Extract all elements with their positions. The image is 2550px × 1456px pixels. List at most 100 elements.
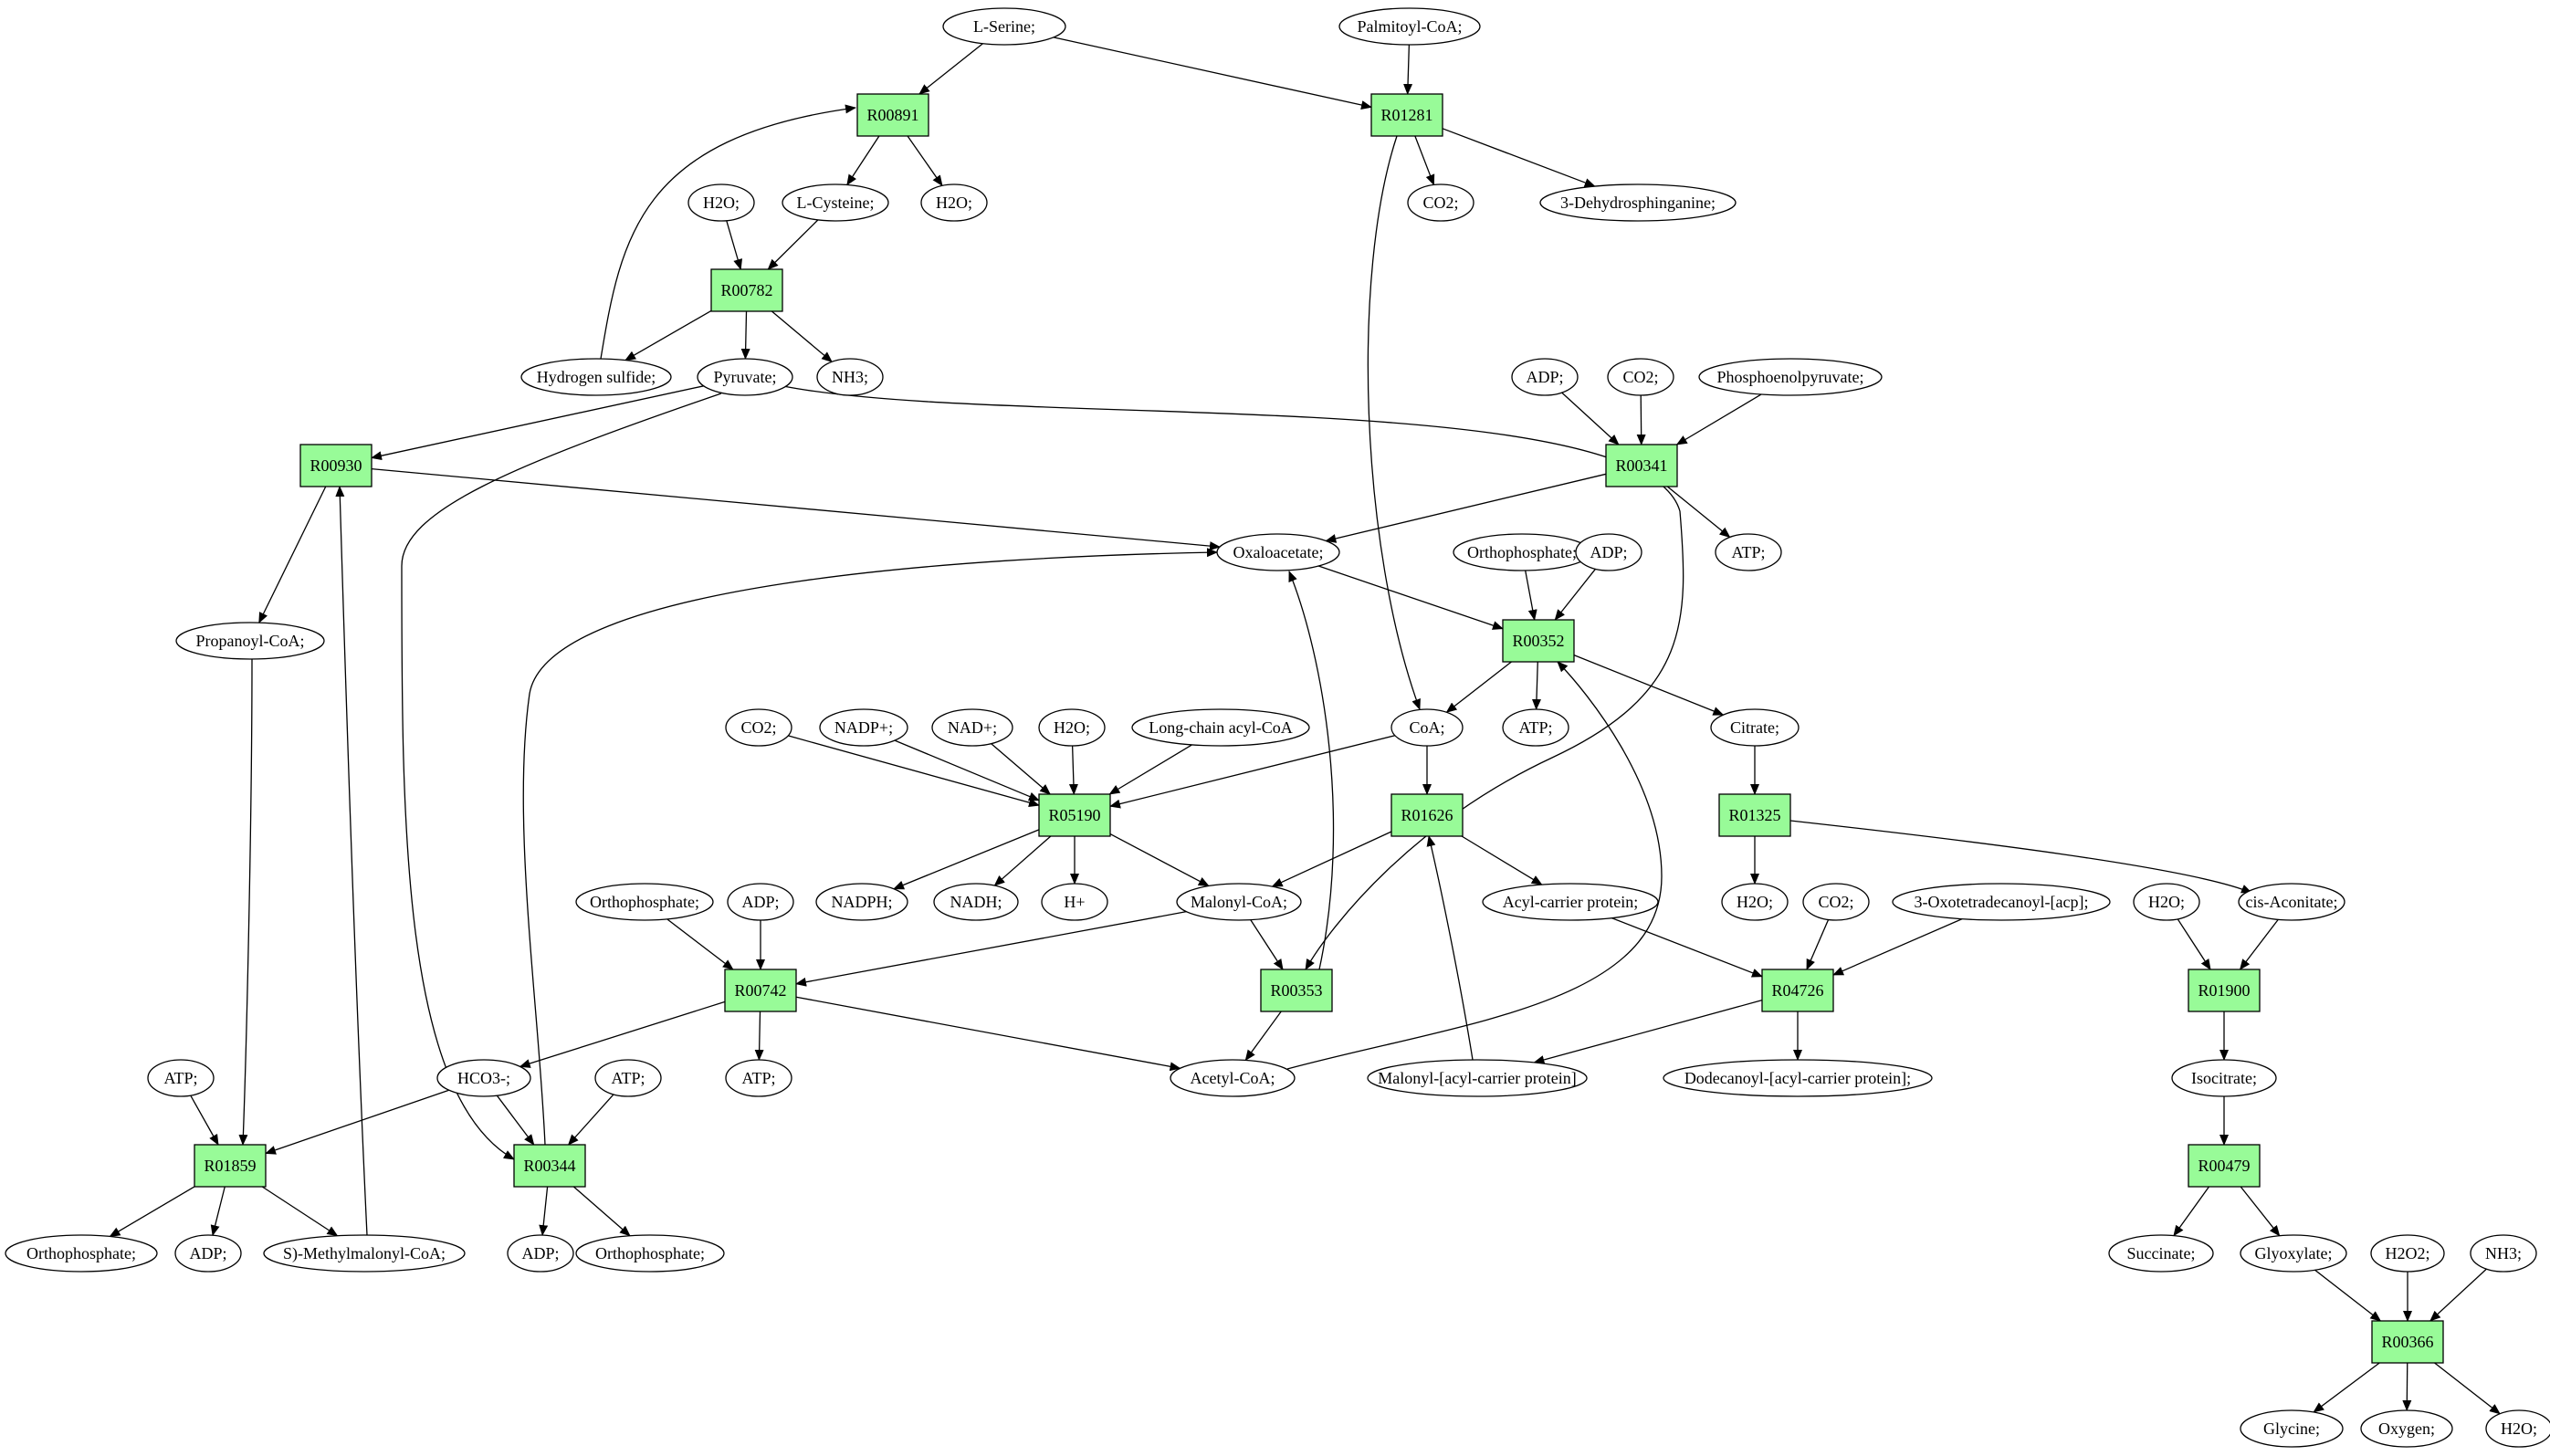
edge-hco3-to-r00344	[496, 1095, 535, 1146]
compound-label: H2O;	[2148, 893, 2185, 911]
compound-oxygen: Oxygen;	[2360, 1409, 2453, 1448]
compound-hydrogensulfide: Hydrogen sulfide;	[520, 358, 672, 396]
reaction-box	[710, 268, 783, 312]
compound-oxotetra: 3-Oxotetradecanoyl-[acp];	[1892, 883, 2111, 921]
edge-co2-d-to-r04726	[1806, 919, 1830, 970]
compound-label: NH3;	[2485, 1244, 2522, 1262]
compound-label: Pyruvate;	[714, 368, 777, 386]
edge-pyruvate-to-r00353	[782, 385, 1684, 970]
edge-atp-d-to-r00344	[567, 1094, 614, 1146]
compound-ellipse	[819, 708, 908, 747]
compound-label: 3-Oxotetradecanoyl-[acp];	[1915, 893, 2089, 911]
edge-r05190-to-nadh	[993, 835, 1052, 886]
reaction-r00479: R00479	[2188, 1144, 2261, 1188]
edge-r00782-to-hydrogensulfide	[624, 309, 712, 361]
edge-nadp-to-r05190	[991, 743, 1051, 795]
reaction-label: R01281	[1380, 106, 1432, 124]
edge-h2o-a-to-r00782	[726, 220, 743, 270]
compound-ellipse	[725, 708, 792, 747]
compound-label: Dodecanoyl-[acyl-carrier protein];	[1684, 1069, 1911, 1087]
compound-ellipse	[1502, 708, 1569, 747]
compound-h2o-e: H2O;	[2133, 883, 2200, 921]
compound-ellipse	[815, 883, 908, 921]
compound-label: NH3;	[832, 368, 868, 386]
edge-r00782-to-nh3-a	[771, 310, 833, 362]
edge-r01281-to-coa	[1367, 135, 1421, 710]
compound-ellipse	[1607, 358, 1674, 396]
compound-label: CO2;	[1422, 194, 1458, 212]
compound-label: NADH;	[950, 893, 1002, 911]
compound-orthophosphate-b: Orthophosphate;	[575, 883, 714, 921]
reaction-box	[724, 969, 797, 1012]
edge-pyruvate-to-r00930	[371, 385, 704, 461]
compound-ellipse	[1216, 533, 1340, 571]
compound-ellipse	[1802, 883, 1870, 921]
reaction-label: R00930	[310, 456, 362, 475]
edge-pyruvate-to-r00344	[401, 393, 722, 1160]
compound-malonylcoa: Malonyl-CoA;	[1176, 883, 1302, 921]
reaction-label: R00353	[1270, 981, 1322, 1000]
compound-ellipse	[931, 708, 1013, 747]
compound-adp-e: ADP;	[507, 1234, 574, 1273]
compound-ellipse	[1482, 883, 1659, 921]
compound-label: Glyoxylate;	[2255, 1244, 2333, 1262]
edge-smethylmalonyl-to-r00930	[335, 486, 368, 1236]
compound-label: Hydrogen sulfide;	[537, 368, 656, 386]
compound-label: NAD+;	[948, 718, 997, 737]
compound-label: Oxygen;	[2378, 1419, 2435, 1438]
edge-hydrogensulfide-to-r00891	[600, 104, 856, 360]
compound-glyoxylate: Glyoxylate;	[2240, 1234, 2347, 1273]
reaction-box	[299, 444, 373, 487]
compound-label: Propanoyl-CoA;	[196, 632, 305, 650]
edge-r01859-to-orthophosphate-c	[109, 1186, 195, 1238]
compound-ellipse	[174, 1234, 242, 1273]
compound-label: Malonyl-[acyl-carrier protein]	[1378, 1069, 1576, 1087]
edge-r00891-to-lcysteine	[846, 135, 880, 186]
edge-malonylacp-to-r01626	[1426, 835, 1474, 1061]
compound-acp: Acyl-carrier protein;	[1482, 883, 1659, 921]
reaction-label: R00344	[523, 1157, 575, 1175]
edge-r00344-to-orthophosphate-d	[572, 1186, 631, 1237]
compound-ellipse	[1041, 883, 1108, 921]
compound-coa: CoA;	[1390, 708, 1464, 747]
edge-malonylcoa-to-r00742	[795, 911, 1187, 987]
edge-coa-to-r05190	[1109, 735, 1396, 809]
edge-r00366-to-glycine	[2313, 1362, 2380, 1413]
compound-label: S)-Methylmalonyl-CoA;	[283, 1244, 446, 1263]
compound-label: Acyl-carrier protein;	[1503, 893, 1638, 911]
compound-ellipse	[816, 358, 884, 396]
reaction-box	[1390, 793, 1464, 837]
reaction-box	[1260, 969, 1333, 1012]
compound-ellipse	[782, 183, 889, 222]
compound-label: Succinate;	[2127, 1244, 2196, 1262]
reaction-label: R01325	[1728, 806, 1780, 824]
reaction-label: R01626	[1401, 806, 1453, 824]
edge-glyoxylate-to-r00366	[2314, 1269, 2382, 1322]
compound-label: CoA;	[1409, 718, 1444, 737]
reaction-label: R00479	[2198, 1157, 2250, 1175]
compound-co2-a: CO2;	[1407, 183, 1474, 222]
compound-ellipse	[263, 1234, 466, 1273]
compound-label: H2O;	[703, 194, 740, 212]
compound-label: ADP;	[189, 1244, 226, 1262]
reaction-r01626: R01626	[1390, 793, 1464, 837]
compound-oxaloacetate: Oxaloacetate;	[1216, 533, 1340, 571]
reaction-label: R05190	[1048, 806, 1100, 824]
reaction-box	[1502, 619, 1575, 663]
compound-label: ATP;	[163, 1069, 197, 1087]
compound-label: cis-Aconitate;	[2246, 893, 2338, 911]
compound-label: Orthophosphate;	[590, 893, 699, 911]
compound-propanoylcoa: Propanoyl-CoA;	[175, 622, 325, 660]
compound-adp-a: ADP;	[1511, 358, 1579, 396]
compound-nadp: NAD+;	[931, 708, 1013, 747]
edge-r00344-to-adp-e	[539, 1186, 549, 1237]
compound-ellipse	[1407, 183, 1474, 222]
compound-label: Orthophosphate;	[595, 1244, 705, 1262]
edge-adp-b-to-r00352	[1554, 568, 1596, 621]
edge-r00353-to-acetylcoa	[1244, 1011, 1282, 1062]
compound-dehydrosph: 3-Dehydrosphinganine;	[1539, 183, 1737, 222]
compound-ellipse	[520, 358, 672, 396]
compound-ellipse	[1575, 533, 1642, 571]
edge-oxotetra-to-r04726	[1832, 918, 1963, 976]
compound-ellipse	[147, 1059, 215, 1097]
